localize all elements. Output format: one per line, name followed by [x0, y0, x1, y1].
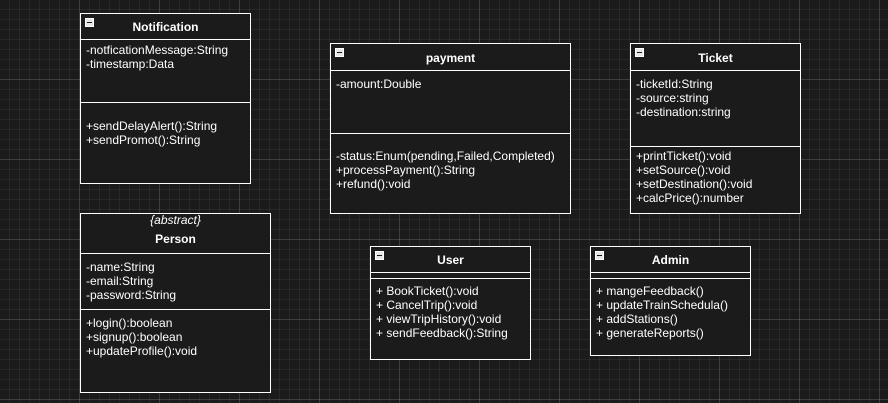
method-row[interactable]: +signup():boolean [86, 330, 183, 344]
attribute-row[interactable]: -timestamp:Data [86, 57, 175, 71]
attribute-row[interactable]: -source:string [636, 91, 709, 105]
class-name: Admin [651, 253, 690, 267]
attribute-row[interactable]: -amount:Double [336, 77, 422, 91]
attribute-row[interactable]: -ticketId:String [636, 77, 713, 91]
attributes-section[interactable]: -notficationMessage:String -timestamp:Da… [81, 40, 250, 103]
class-header[interactable]: {abstract} Person [81, 214, 270, 254]
method-row[interactable]: +sendDelayAlert():String [86, 119, 218, 133]
attribute-row[interactable]: -notficationMessage:String [86, 43, 229, 57]
method-row[interactable]: + addStations() [596, 312, 678, 326]
method-row[interactable]: +processPayment():String [336, 163, 476, 177]
class-stereotype: {abstract} [150, 213, 201, 227]
class-name: User [437, 253, 464, 267]
method-row[interactable]: +printTicket():void [636, 149, 732, 163]
class-payment[interactable]: payment -amount:Double -status:Enum(pend… [330, 43, 571, 214]
class-header[interactable]: User [371, 247, 530, 273]
class-header[interactable]: Notification [81, 14, 250, 40]
class-ticket[interactable]: Ticket -ticketId:String -source:string -… [630, 43, 801, 214]
methods-section[interactable]: +sendDelayAlert():String +sendPromot():S… [81, 103, 250, 147]
attributes-section[interactable] [591, 273, 750, 279]
method-row[interactable]: + generateReports() [596, 326, 704, 340]
class-header[interactable]: payment [331, 44, 570, 71]
collapse-icon[interactable] [85, 18, 94, 27]
collapse-icon[interactable] [375, 251, 384, 260]
methods-section[interactable]: + BookTicket():void + CancelTrip():void … [371, 279, 530, 340]
class-name: Person [155, 232, 196, 246]
attributes-section[interactable] [371, 273, 530, 279]
collapse-icon[interactable] [595, 251, 604, 260]
class-name: payment [425, 51, 476, 65]
class-user[interactable]: User + BookTicket():void + CancelTrip():… [370, 246, 531, 360]
methods-section[interactable]: +printTicket():void +setSource():void +s… [631, 147, 800, 205]
methods-section[interactable]: -status:Enum(pending,Failed,Completed) +… [331, 134, 570, 191]
attribute-row[interactable]: -destination:string [636, 105, 731, 119]
attribute-row[interactable]: -password:String [86, 288, 177, 302]
methods-section[interactable]: +login():boolean +signup():boolean +upda… [81, 310, 270, 358]
method-row[interactable]: +setDestination():void [636, 177, 753, 191]
class-header[interactable]: Ticket [631, 44, 800, 71]
class-name: Ticket [698, 51, 733, 65]
attributes-section[interactable]: -ticketId:String -source:string -destina… [631, 71, 800, 147]
method-row[interactable]: + viewTripHistory():void [376, 312, 502, 326]
methods-section[interactable]: + mangeFeedback() + updateTrainSchedula(… [591, 279, 750, 340]
collapse-icon[interactable] [335, 48, 344, 57]
method-row[interactable]: + CancelTrip():void [376, 298, 478, 312]
class-admin[interactable]: Admin + mangeFeedback() + updateTrainSch… [590, 246, 751, 356]
method-row[interactable]: +login():boolean [86, 316, 173, 330]
attribute-row[interactable]: -email:String [86, 274, 154, 288]
method-row[interactable]: + BookTicket():void [376, 284, 479, 298]
attributes-section[interactable]: -name:String -email:String -password:Str… [81, 254, 270, 310]
method-row[interactable]: + sendFeedback():String [376, 326, 508, 340]
attribute-row[interactable]: -name:String [86, 260, 155, 274]
method-row[interactable]: +calcPrice():number [636, 191, 744, 205]
collapse-icon[interactable] [635, 48, 644, 57]
method-row[interactable]: +refund():void [336, 177, 411, 191]
class-notification[interactable]: Notification -notficationMessage:String … [80, 13, 251, 184]
class-person[interactable]: {abstract} Person -name:String -email:St… [80, 213, 271, 393]
method-row[interactable]: +sendPromot():String [86, 133, 201, 147]
class-name: Notification [132, 20, 199, 34]
method-row[interactable]: + updateTrainSchedula() [596, 298, 728, 312]
method-row[interactable]: + mangeFeedback() [596, 284, 704, 298]
method-row[interactable]: +setSource():void [636, 163, 731, 177]
class-header[interactable]: Admin [591, 247, 750, 273]
method-row[interactable]: +updateProfile():void [86, 344, 198, 358]
method-row[interactable]: -status:Enum(pending,Failed,Completed) [336, 149, 555, 163]
attributes-section[interactable]: -amount:Double [331, 71, 570, 134]
